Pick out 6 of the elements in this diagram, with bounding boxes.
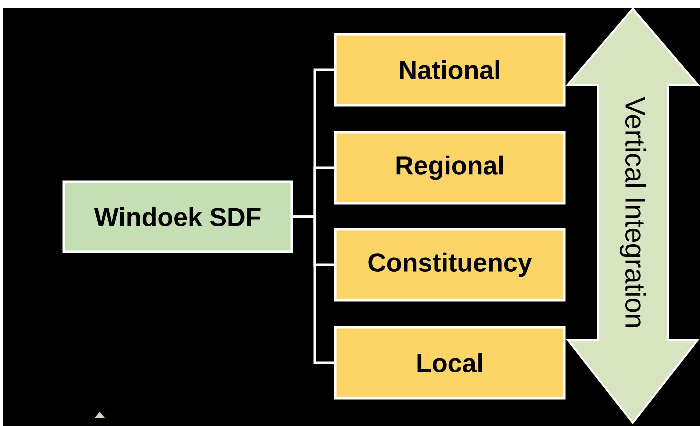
- level-box: National: [334, 33, 566, 107]
- source-box: Windoek SDF: [62, 180, 294, 254]
- connector-line: [293, 216, 334, 364]
- level-box: Constituency: [334, 228, 566, 302]
- level-box: Local: [334, 326, 566, 400]
- level-box: Regional: [334, 131, 566, 205]
